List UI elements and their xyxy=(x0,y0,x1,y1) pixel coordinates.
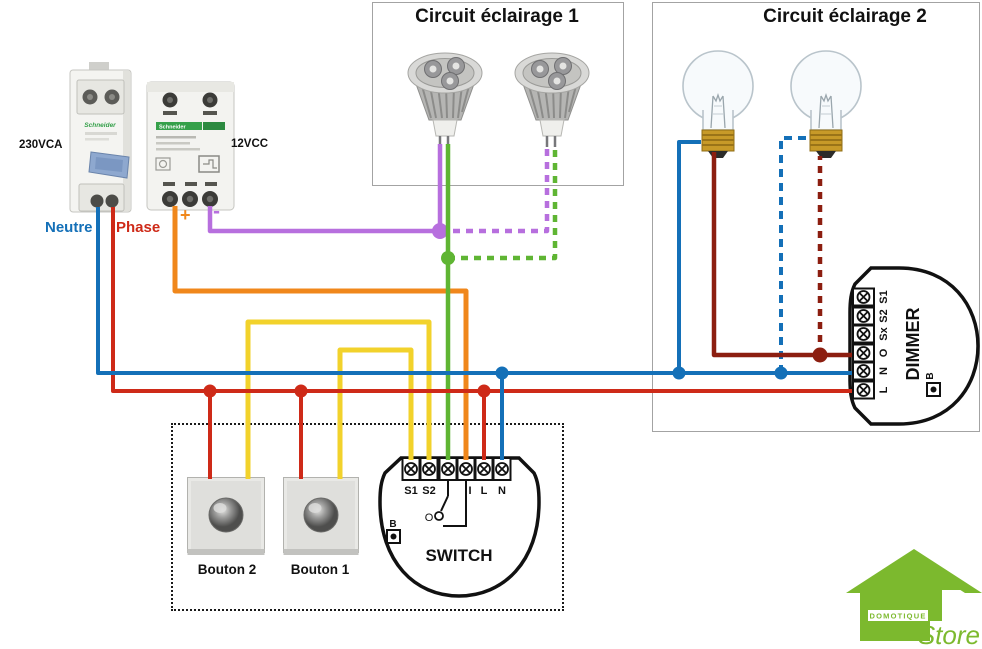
switch-terminal-i: I xyxy=(468,485,471,497)
relay-contact-symbol: O xyxy=(425,480,467,527)
switch-terminal-n: N xyxy=(498,485,506,497)
psu-brand-text: Schneider xyxy=(159,125,186,131)
button1-label: Bouton 1 xyxy=(290,562,350,577)
phase-label: Phase xyxy=(116,219,161,236)
switch-terminal-s2: S2 xyxy=(422,485,435,497)
dimmer-terminal-s1: S1 xyxy=(878,290,890,303)
switch-terminal-s1: S1 xyxy=(404,485,417,497)
dimmer-terminal-n: N xyxy=(878,367,890,375)
contact-o-label: O xyxy=(425,512,434,524)
switch-name: SWITCH xyxy=(425,546,492,565)
push-button-1 xyxy=(283,477,359,555)
breaker-brand-text: Schneider xyxy=(84,122,116,129)
dimmer-name: DIMMER xyxy=(903,308,923,381)
neutral-label: Neutre xyxy=(45,219,93,236)
switch-terminals xyxy=(401,457,512,481)
dimmer-terminal-s2: S2 xyxy=(878,309,890,322)
dimmer-terminals xyxy=(852,287,875,400)
domotique-store-logo: Domotique Store xyxy=(846,549,982,649)
push-button-2 xyxy=(187,477,265,555)
logo-name-text: Domotique xyxy=(869,612,926,621)
button2-label: Bouton 2 xyxy=(197,562,257,577)
wire-dc-plus-orange xyxy=(172,206,469,460)
breaker-voltage-label: 230VCA xyxy=(19,139,63,151)
psu-minus-label: - xyxy=(213,200,220,223)
power-supply-12v: Schneider xyxy=(146,81,235,211)
psu-voltage-label: 12VCC xyxy=(231,138,269,150)
circuit1-title: Circuit éclairage 1 xyxy=(415,6,579,27)
led-spot-2 xyxy=(514,52,590,147)
circuit-breaker: Schneider xyxy=(69,62,132,213)
logo-store-text: Store xyxy=(918,620,980,649)
bulb-2 xyxy=(790,50,862,158)
psu-plus-label: + xyxy=(180,205,191,225)
bulb-1 xyxy=(682,50,754,158)
wire-switch-load-green xyxy=(441,144,558,460)
dimmer-terminal-sx: Sx xyxy=(878,326,890,340)
screw-terminal-icons xyxy=(856,290,871,397)
dimmer-terminal-l: L xyxy=(878,386,890,393)
circuit2-title: Circuit éclairage 2 xyxy=(763,6,927,27)
dimmer-module: S1 S2 Sx O N L DIMMER B xyxy=(848,266,980,426)
switch-b-label: B xyxy=(389,519,396,530)
switch-terminal-l: L xyxy=(481,485,488,497)
dimmer-b-label: B xyxy=(925,372,936,379)
led-spot-1 xyxy=(407,52,483,147)
switch-module: S1 S2 I L N O B SWITCH xyxy=(378,456,541,598)
dimmer-terminal-o: O xyxy=(878,348,890,357)
